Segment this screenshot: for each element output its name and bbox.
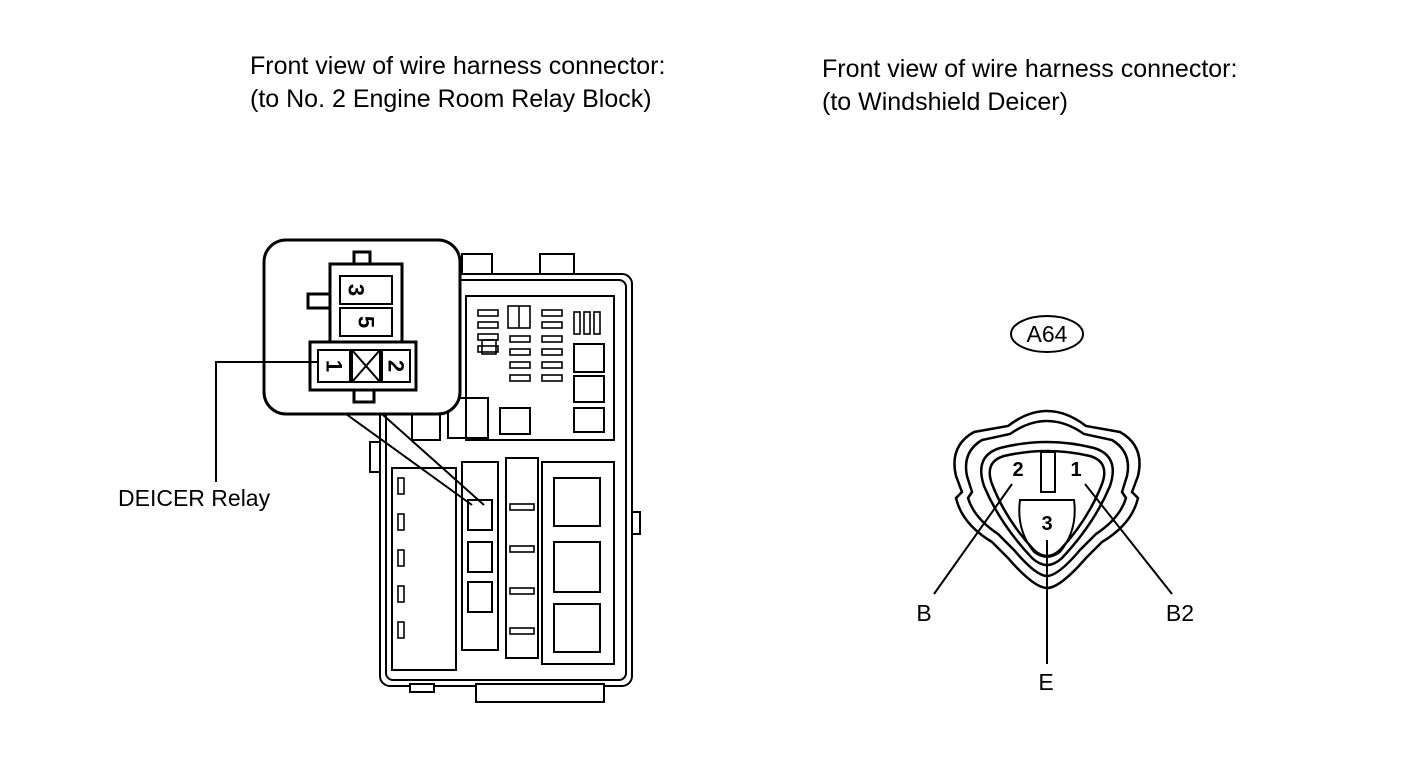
connector-pin-3: 3 [1041,513,1052,535]
terminal-label-b: B [916,600,931,626]
left-caption-line1: Front view of wire harness connector: [250,52,665,80]
relay-callout: 3 5 1 2 [262,238,462,416]
connector-code-badge: A64 [1010,315,1084,353]
callout-leader [345,413,485,506]
relay-pin-3: 3 [344,284,369,296]
terminal-leaders [933,483,1173,664]
relay-pin-1: 1 [322,360,347,372]
left-caption-line2: (to No. 2 Engine Room Relay Block) [250,85,652,113]
connector-pin-2: 2 [1012,459,1023,481]
terminal-label-e: E [1038,669,1053,695]
relay-pin-5: 5 [354,316,379,328]
right-caption-line1: Front view of wire harness connector: [822,55,1237,83]
connector-code: A64 [1027,321,1068,347]
right-caption-line2: (to Windshield Deicer) [822,88,1068,116]
deicer-relay-label: DEICER Relay [118,485,271,511]
terminal-label-b2: B2 [1166,600,1194,626]
deicer-relay-leader [215,361,318,482]
connector-pin-1: 1 [1070,459,1081,481]
deicer-connector [953,409,1141,590]
relay-pin-2: 2 [384,360,409,372]
